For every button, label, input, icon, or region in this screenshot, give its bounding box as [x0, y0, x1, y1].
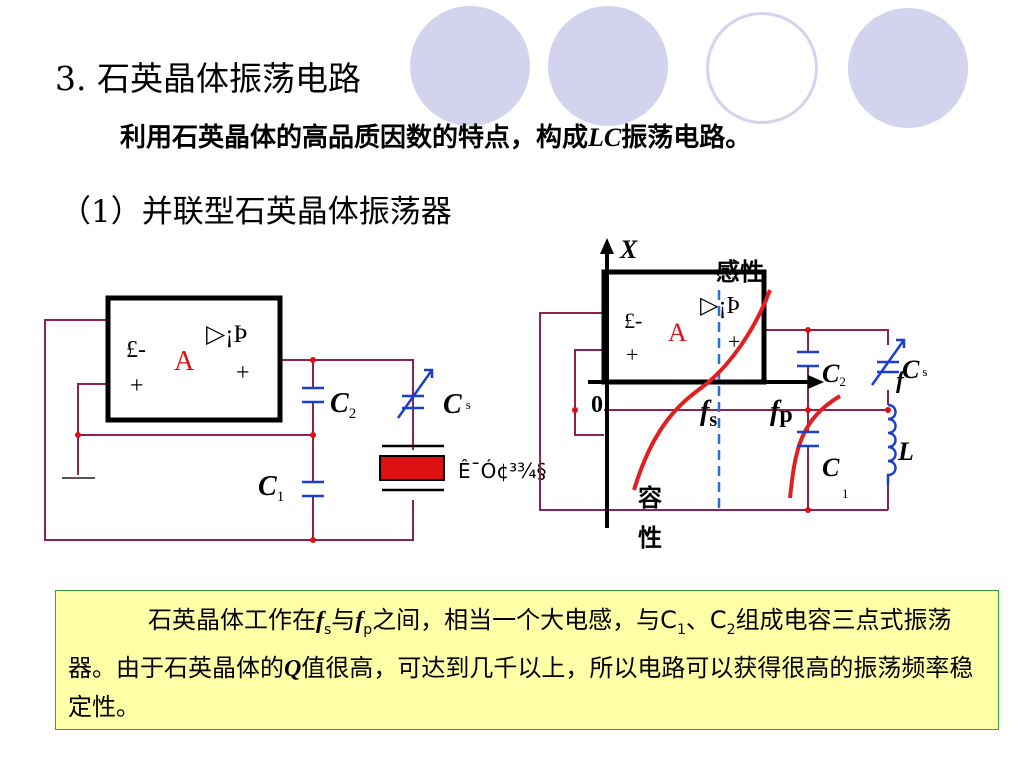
left-crystal-label: Ê¯Ó¢³¾§: [458, 459, 547, 483]
right-wire-top: [766, 329, 889, 345]
inductor-label: L: [897, 437, 914, 466]
left-amp-minus: £-: [126, 337, 146, 363]
left-wire-plus: [77, 383, 108, 475]
reactance-curve-1: [632, 289, 772, 491]
inductive-label: 感性: [716, 258, 764, 286]
axis-x-label: X: [619, 235, 638, 264]
left-amp-label: A: [174, 346, 195, 377]
right-c1-capacitor-icon: [797, 430, 819, 448]
fp-label: fp: [770, 396, 793, 428]
left-crystal-icon: [379, 444, 445, 492]
right-f-label: f: [896, 368, 906, 394]
reactance-axes: [588, 250, 812, 528]
y-axis-arrow-icon: [600, 238, 614, 254]
decor-circle-1: [410, 6, 530, 126]
q-symbol: Q: [284, 655, 302, 682]
capacitive-label-2: 性: [638, 524, 662, 552]
right-c1-label: C: [822, 453, 840, 482]
left-cs-variable-capacitor-icon: [396, 368, 434, 419]
inductor-icon: [886, 403, 897, 485]
origin-label: 0: [591, 392, 603, 418]
slide-title: 3. 石英晶体振荡电路: [55, 59, 361, 98]
capacitive-label-1: 容: [638, 484, 662, 512]
right-wire-outer: [539, 312, 888, 511]
left-c2-label: C2: [330, 388, 356, 422]
left-circuit: [44, 319, 414, 541]
left-c2-capacitor-icon: [302, 386, 324, 404]
right-cs-variable-capacitor-icon: [870, 338, 906, 386]
right-amplifier-box: [601, 269, 767, 385]
explanation-note: 石英晶体工作在fs与fp之间，相当一个大电感，与C1、C2组成电容三点式振荡器。…: [55, 590, 999, 730]
right-c2-capacitor-icon: [797, 350, 819, 368]
reactance-curve-2: [788, 394, 842, 499]
right-amp-minus: £-: [624, 308, 642, 333]
right-c2-label: C2: [822, 359, 846, 389]
left-c1-capacitor-icon: [302, 480, 324, 498]
decor-ring-1: [706, 12, 818, 124]
x-axis-arrow-icon: [808, 375, 824, 389]
section-heading: （1）并联型石英晶体振荡器: [60, 194, 452, 230]
left-c1-label: C1: [258, 471, 284, 505]
right-junction-dots: [572, 327, 891, 513]
left-amplifier-box: [105, 295, 283, 423]
left-amp-plus: +: [130, 373, 144, 399]
right-amp-label: A: [668, 318, 687, 347]
left-amp-out-plus: +: [236, 360, 250, 386]
decor-circle-2: [548, 6, 668, 126]
lc-text: LC: [588, 123, 622, 152]
right-amp-plus: +: [626, 342, 638, 367]
right-c1-sub: 1: [842, 486, 849, 501]
slide-subtitle: 利用石英晶体的高品质因数的特点，构成LC振荡电路。: [120, 123, 752, 153]
left-wire-outer: [44, 319, 414, 541]
right-wire-plus: [574, 349, 604, 436]
decor-circle-3: [848, 8, 968, 128]
left-junction-dots: [75, 357, 316, 543]
left-amp-glyph: ▷¡Þ: [206, 321, 247, 348]
left-wire-top: [280, 359, 414, 450]
fs-label: fs: [700, 396, 717, 431]
